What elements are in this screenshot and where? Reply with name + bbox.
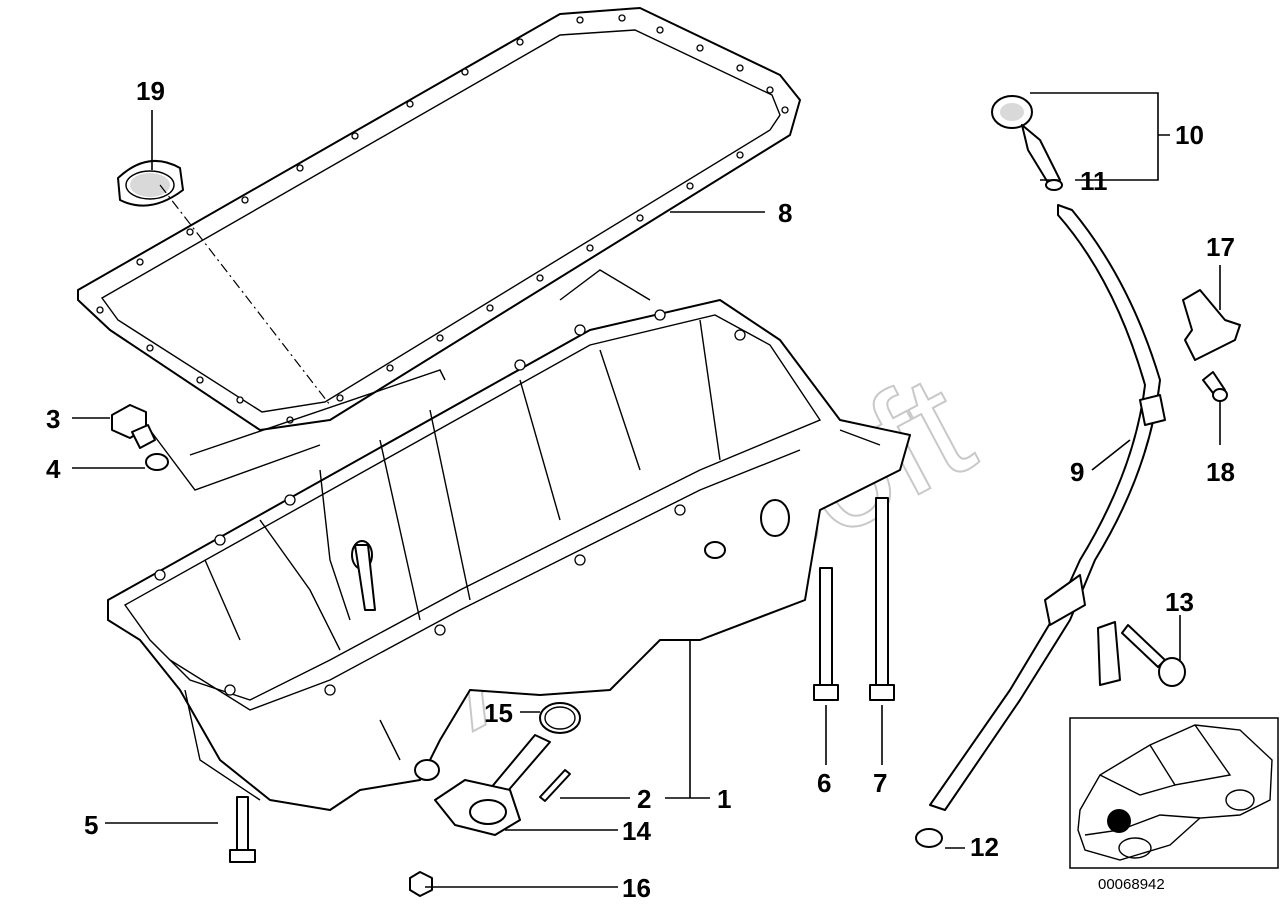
callout-3: 3: [46, 404, 60, 434]
callout-17: 17: [1206, 232, 1235, 262]
plug-part-19: [117, 160, 184, 207]
callout-14: 14: [622, 816, 651, 846]
callout-2: 2: [637, 784, 651, 814]
callout-10: 10: [1175, 120, 1204, 150]
callout-5: 5: [84, 810, 98, 840]
callout-18: 18: [1206, 457, 1235, 487]
nut-part-16: [409, 871, 433, 897]
dipstick-handle-part-10: [991, 95, 1061, 187]
oil-pan-part-1: [107, 269, 911, 811]
callout-12: 12: [970, 832, 999, 862]
pin-part-2: [539, 769, 571, 802]
callout-19: 19: [136, 76, 165, 106]
seal-ring-part-4: [145, 453, 169, 471]
drain-plug-line: [149, 429, 321, 491]
callouts: 19 8 10 11 17 18 9 13 3 4 5 15 2 1 14 16…: [46, 76, 1235, 903]
callout-6: 6: [817, 768, 831, 798]
callout-16: 16: [622, 873, 651, 903]
location-marker: [1107, 809, 1131, 833]
bolt-part-5: [229, 796, 256, 863]
callout-1: 1: [717, 784, 731, 814]
callout-13: 13: [1165, 587, 1194, 617]
drain-plug-axis: [189, 369, 446, 456]
callout-9: 9: [1070, 457, 1084, 487]
bolt-part-18: [1202, 371, 1228, 402]
callout-15: 15: [484, 698, 513, 728]
bolt-part-6: [813, 567, 839, 701]
dipstick-tube-part-9: [929, 204, 1166, 811]
callout-11: 11: [1080, 166, 1108, 196]
centerline-19: [159, 184, 331, 406]
o-ring-part-11: [1045, 179, 1063, 191]
gasket-part-8: [77, 7, 801, 431]
document-number: 00068942: [1098, 876, 1165, 893]
callout-8: 8: [778, 198, 792, 228]
oil-sensor-part-14: [434, 734, 551, 836]
leader-lines: [72, 92, 1221, 888]
bolt-part-7: [869, 497, 895, 701]
clip-part-17: [1182, 289, 1241, 361]
seal-ring-part-12: [915, 828, 943, 848]
vehicle-locator-inset: [1069, 717, 1279, 869]
o-ring-part-15: [539, 702, 581, 734]
bolt-part-13: [1121, 624, 1186, 687]
callout-4: 4: [46, 454, 61, 484]
drain-plug-part-3: [111, 404, 156, 449]
callout-7: 7: [873, 768, 887, 798]
